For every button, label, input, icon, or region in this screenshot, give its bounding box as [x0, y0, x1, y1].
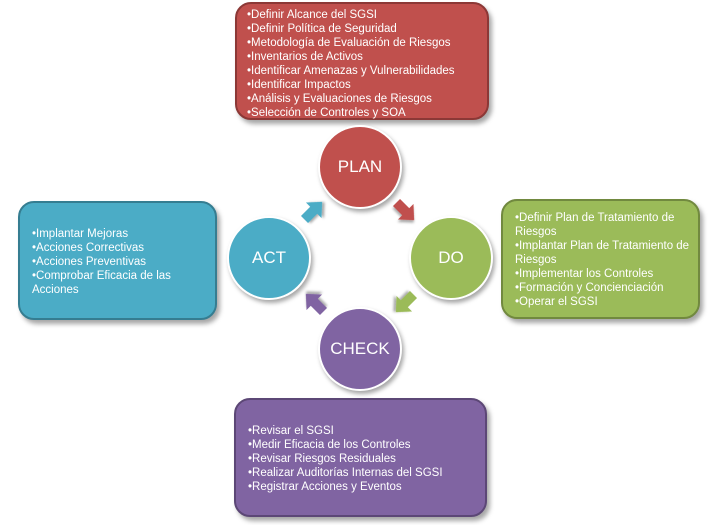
plan-item: Identificar Amenazas y Vulnerabilidades: [247, 64, 483, 78]
arrow-plan-to-do-icon: [392, 198, 415, 221]
do-circle: DO: [409, 216, 493, 300]
act-activities-list: Implantar Mejoras Acciones Correctivas A…: [32, 227, 209, 297]
do-item: Implantar Plan de Tratamiento de Riesgos: [515, 239, 692, 267]
arrow-check-to-act-icon: [305, 293, 328, 316]
plan-item: Definir Política de Seguridad: [247, 22, 483, 36]
do-item: Implementar los Controles: [515, 267, 692, 281]
check-activities-box: Revisar el SGSI Medir Eficacia de los Co…: [234, 398, 487, 517]
do-item: Operar el SGSI: [515, 295, 692, 309]
act-item: Comprobar Eficacia de las Acciones: [32, 269, 209, 297]
arrow-do-to-check-icon: [395, 290, 418, 313]
do-label: DO: [438, 248, 464, 267]
act-activities-box: Implantar Mejoras Acciones Correctivas A…: [18, 201, 217, 320]
do-activities-box: Definir Plan de Tratamiento de Riesgos I…: [501, 199, 700, 319]
check-item: Registrar Acciones y Eventos: [248, 480, 479, 494]
plan-item: Definir Alcance del SGSI: [247, 8, 483, 22]
do-item: Definir Plan de Tratamiento de Riesgos: [515, 211, 692, 239]
plan-item: Metodología de Evaluación de Riesgos: [247, 36, 483, 50]
act-item: Implantar Mejoras: [32, 227, 209, 241]
plan-item: Inventarios de Activos: [247, 50, 483, 64]
arrow-act-to-plan-icon: [300, 201, 323, 224]
act-item: Acciones Preventivas: [32, 255, 209, 269]
plan-item: Selección de Controles y SOA: [247, 106, 483, 120]
check-label: CHECK: [330, 339, 390, 358]
plan-activities-box: Definir Alcance del SGSI Definir Polític…: [235, 2, 489, 120]
check-activities-list: Revisar el SGSI Medir Eficacia de los Co…: [248, 424, 479, 494]
act-circle: ACT: [227, 216, 311, 300]
check-circle: CHECK: [318, 307, 402, 391]
plan-label: PLAN: [337, 157, 383, 176]
plan-circle: PLAN: [318, 125, 402, 209]
plan-activities-list: Definir Alcance del SGSI Definir Polític…: [247, 8, 483, 120]
check-item: Realizar Auditorías Internas del SGSI: [248, 466, 479, 480]
do-item: Formación y Concienciación: [515, 281, 692, 295]
check-item: Revisar Riesgos Residuales: [248, 452, 479, 466]
check-item: Medir Eficacia de los Controles: [248, 438, 479, 452]
check-item: Revisar el SGSI: [248, 424, 479, 438]
plan-item: Identificar Impactos: [247, 78, 483, 92]
act-item: Acciones Correctivas: [32, 241, 209, 255]
plan-item: Análisis y Evaluaciones de Riesgos: [247, 92, 483, 106]
do-activities-list: Definir Plan de Tratamiento de Riesgos I…: [515, 211, 692, 309]
act-label: ACT: [252, 248, 286, 267]
